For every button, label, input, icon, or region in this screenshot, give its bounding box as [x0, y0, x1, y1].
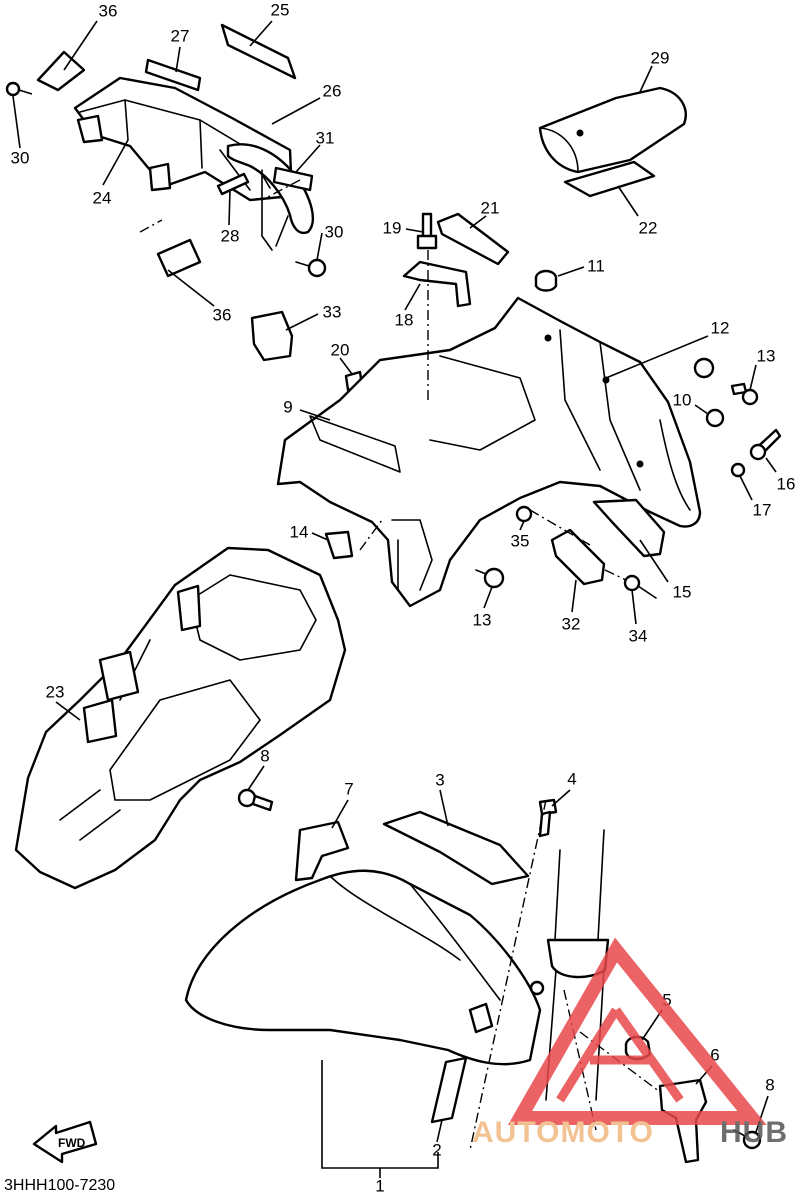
part-32-bracket	[550, 528, 606, 586]
part-7-clamp	[294, 820, 350, 882]
callout-32: 32	[562, 615, 581, 634]
callout-17: 17	[753, 501, 772, 520]
callout-26: 26	[323, 82, 342, 101]
automotohub-watermark: AUTOMOTO HUB	[472, 937, 788, 1149]
callout-13b: 13	[473, 611, 492, 630]
part-1-front-fender	[184, 869, 545, 1066]
part-code: 3HHH100-7230	[4, 1177, 115, 1194]
callout-7: 7	[344, 780, 353, 799]
part-31-strip	[272, 166, 314, 192]
callout-15: 15	[673, 583, 692, 602]
part-2-reflector	[430, 1056, 468, 1124]
callout-labels: 1 2 3 4 5 6 7 8 8 9 10 11 12 13 13 14 15…	[11, 1, 796, 1195]
callout-25: 25	[271, 1, 290, 20]
watermark-triangle	[507, 937, 767, 1125]
leader-lines	[12, 20, 777, 1178]
callout-8a: 8	[260, 747, 269, 766]
callout-14: 14	[290, 523, 309, 542]
callout-18: 18	[395, 311, 414, 330]
part-23-inner-fender	[14, 546, 347, 890]
callout-36a: 36	[99, 2, 118, 21]
callout-5: 5	[662, 991, 671, 1010]
callout-4: 4	[567, 770, 576, 789]
part-15-bracket	[592, 498, 666, 558]
part-30-bolt-right	[295, 258, 327, 278]
callout-30b: 30	[325, 223, 344, 242]
callout-35: 35	[511, 532, 530, 551]
callout-19: 19	[383, 219, 402, 238]
callout-13a: 13	[757, 347, 776, 366]
callout-29: 29	[651, 49, 670, 68]
callout-31: 31	[316, 129, 335, 148]
part-21-strap	[436, 212, 510, 266]
part-33-bracket	[250, 310, 294, 362]
callout-28: 28	[221, 227, 240, 246]
callout-21: 21	[481, 199, 500, 218]
part-19-bolt	[416, 212, 438, 250]
part-10-grommet	[705, 408, 725, 428]
callout-20: 20	[331, 341, 350, 360]
callout-9: 9	[283, 398, 292, 417]
callout-23: 23	[46, 683, 65, 702]
part-34-bolt	[623, 574, 657, 599]
callout-34: 34	[629, 627, 648, 646]
part-16-screw	[749, 428, 782, 461]
part-13-bolt-upper	[730, 382, 759, 406]
assembly-lines	[139, 179, 661, 1151]
callout-11: 11	[587, 257, 605, 276]
part-13-bolt-lower	[475, 567, 505, 589]
watermark-triangle-inner	[556, 1007, 684, 1103]
callout-30a: 30	[11, 149, 30, 168]
part-14-clip	[324, 530, 354, 560]
watermark-text-primary: AUTOMOTO	[472, 1116, 654, 1149]
part-8-bolt-left	[237, 788, 274, 812]
part-28-pin	[216, 172, 250, 196]
part-8-bolt-right	[733, 1129, 762, 1150]
part-36-plate-top	[36, 50, 86, 92]
part-25-decal	[220, 23, 297, 80]
part-29-seat-cowl	[538, 86, 687, 174]
callout-24: 24	[93, 189, 112, 208]
part-26-grab-rail	[226, 143, 315, 251]
part-22-pad	[563, 160, 656, 198]
part-3-brace	[382, 810, 530, 886]
callout-22: 22	[639, 219, 658, 238]
part-9-rear-fender	[276, 296, 702, 608]
callout-10: 10	[673, 391, 692, 410]
callout-16: 16	[777, 475, 796, 494]
callout-1: 1	[375, 1177, 384, 1195]
callout-12: 12	[711, 319, 730, 338]
part-36-plate-bottom	[156, 238, 202, 278]
watermark-text-secondary: HUB	[720, 1116, 788, 1149]
part-24-tail-cover	[73, 76, 294, 202]
part-4-bolt	[538, 798, 558, 838]
callout-33: 33	[323, 303, 342, 322]
part-35-nut	[515, 505, 533, 523]
callout-36b: 36	[213, 306, 232, 325]
callout-8b: 8	[765, 1076, 774, 1095]
callout-2: 2	[432, 1141, 441, 1160]
part-18-bracket	[402, 260, 472, 308]
part-27-strip	[144, 58, 202, 92]
part-12-grommet	[693, 357, 715, 379]
part-30-bolt-left	[5, 81, 33, 97]
part-11-grommet	[534, 269, 558, 292]
fwd-arrow: FWD	[32, 1120, 98, 1164]
callout-3: 3	[435, 771, 444, 790]
callout-6: 6	[710, 1046, 719, 1065]
fwd-label: FWD	[58, 1136, 86, 1150]
part-17-washer	[730, 462, 746, 478]
callout-27: 27	[171, 27, 190, 46]
